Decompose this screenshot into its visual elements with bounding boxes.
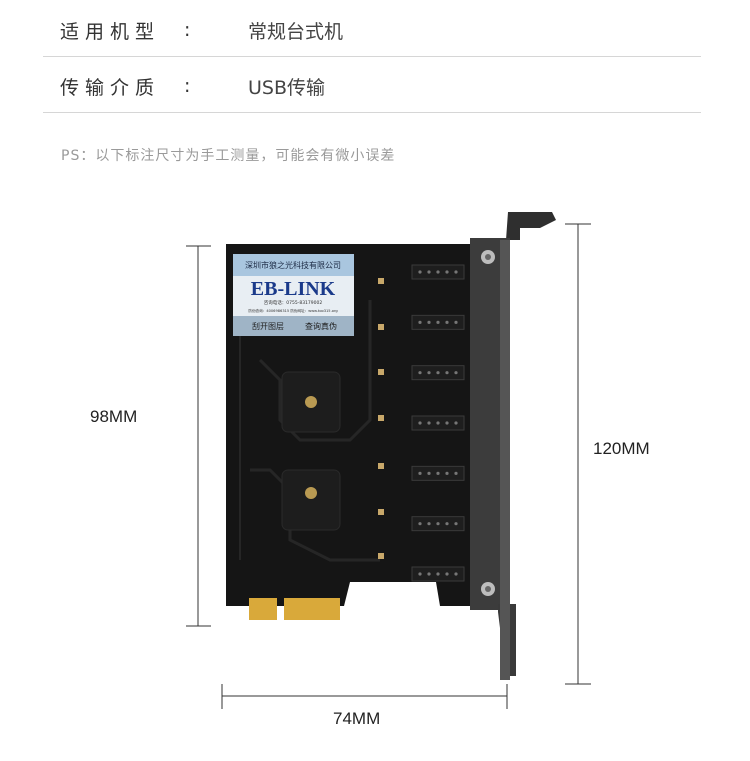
spec-label: 传输介质 (60, 76, 161, 99)
usb-port-pin (445, 421, 449, 425)
usb-port-pin (436, 421, 440, 425)
usb-port-pin (418, 421, 422, 425)
usb-port-pin (427, 371, 431, 375)
usb-port-pin (418, 572, 422, 576)
usb-port-pin (418, 471, 422, 475)
usb-port-pin (427, 471, 431, 475)
usb-port-pin (445, 522, 449, 526)
spec-value: 常规台式机 (248, 20, 344, 43)
dimension-line-height-bracket (565, 223, 591, 685)
dimension-line-height-card (186, 245, 211, 627)
smd-component (378, 553, 384, 559)
spec-row-model: 适用机型 : 常规台式机 (60, 2, 700, 58)
usb-port-pin (445, 270, 449, 274)
pcie-gold-fingers (249, 598, 340, 620)
smd-component (378, 324, 384, 330)
usb-port-pin (454, 522, 458, 526)
dimension-line-width (221, 684, 508, 709)
usb-port-pin (445, 320, 449, 324)
dimension-label-height-bracket: 120MM (593, 439, 650, 458)
smd-component (378, 463, 384, 469)
usb-port-pin (454, 421, 458, 425)
sticker-antifake: 防伪查询：4006986315 防伪网址：www.too315.org (248, 308, 337, 313)
divider (43, 56, 701, 57)
smd-component (378, 369, 384, 375)
usb-port-pin (418, 320, 422, 324)
usb-port-pin (427, 522, 431, 526)
measurement-note: PS：以下标注尺寸为手工测量，可能会有微小误差 (61, 148, 396, 164)
sticker-company: 深圳市狼之光科技有限公司 (245, 260, 341, 270)
smd-components (378, 278, 384, 559)
smd-component (378, 278, 384, 284)
dimension-label-width: 74MM (333, 709, 381, 728)
usb-port-pin (454, 471, 458, 475)
spec-colon: : (184, 19, 191, 41)
usb-port-pin (445, 371, 449, 375)
usb-port-pin (418, 522, 422, 526)
spec-row-medium: 传输介质 : USB传输 (60, 58, 700, 114)
usb-port-pin (436, 320, 440, 324)
spec-value: USB传输 (248, 76, 326, 99)
usb-port-pin (436, 522, 440, 526)
usb-port-pin (445, 572, 449, 576)
usb-port-group (411, 264, 465, 582)
usb-port-pin (418, 371, 422, 375)
usb-port-pin (427, 421, 431, 425)
usb-port-pin (454, 371, 458, 375)
usb-port-pin (436, 270, 440, 274)
sticker-brand: EB-LINK (251, 278, 336, 300)
sticker-verify: 查询真伪 (305, 321, 337, 331)
metal-bracket (470, 212, 556, 680)
usb-port-pin (454, 572, 458, 576)
sticker-scratch: 刮开图层 (252, 321, 284, 331)
spec-label: 适用机型 (60, 20, 161, 43)
anti-counterfeit-sticker: 深圳市狼之光科技有限公司 EB-LINK 咨询电话：0755-83179002 … (233, 254, 354, 336)
usb-port-pin (454, 320, 458, 324)
divider (43, 112, 701, 113)
smd-component (378, 509, 384, 515)
usb-port-pin (427, 270, 431, 274)
usb-port-pin (418, 270, 422, 274)
sticker-phone: 咨询电话：0755-83179002 (264, 299, 323, 306)
usb-port-pin (436, 572, 440, 576)
usb-port-pin (445, 471, 449, 475)
usb-port-pin (427, 572, 431, 576)
dimension-label-height-card: 98MM (90, 407, 138, 426)
smd-component (378, 415, 384, 421)
usb-port-pin (436, 471, 440, 475)
spec-colon: : (184, 75, 191, 97)
usb-port-pin (427, 320, 431, 324)
usb-port-pin (436, 371, 440, 375)
usb-port-pin (454, 270, 458, 274)
